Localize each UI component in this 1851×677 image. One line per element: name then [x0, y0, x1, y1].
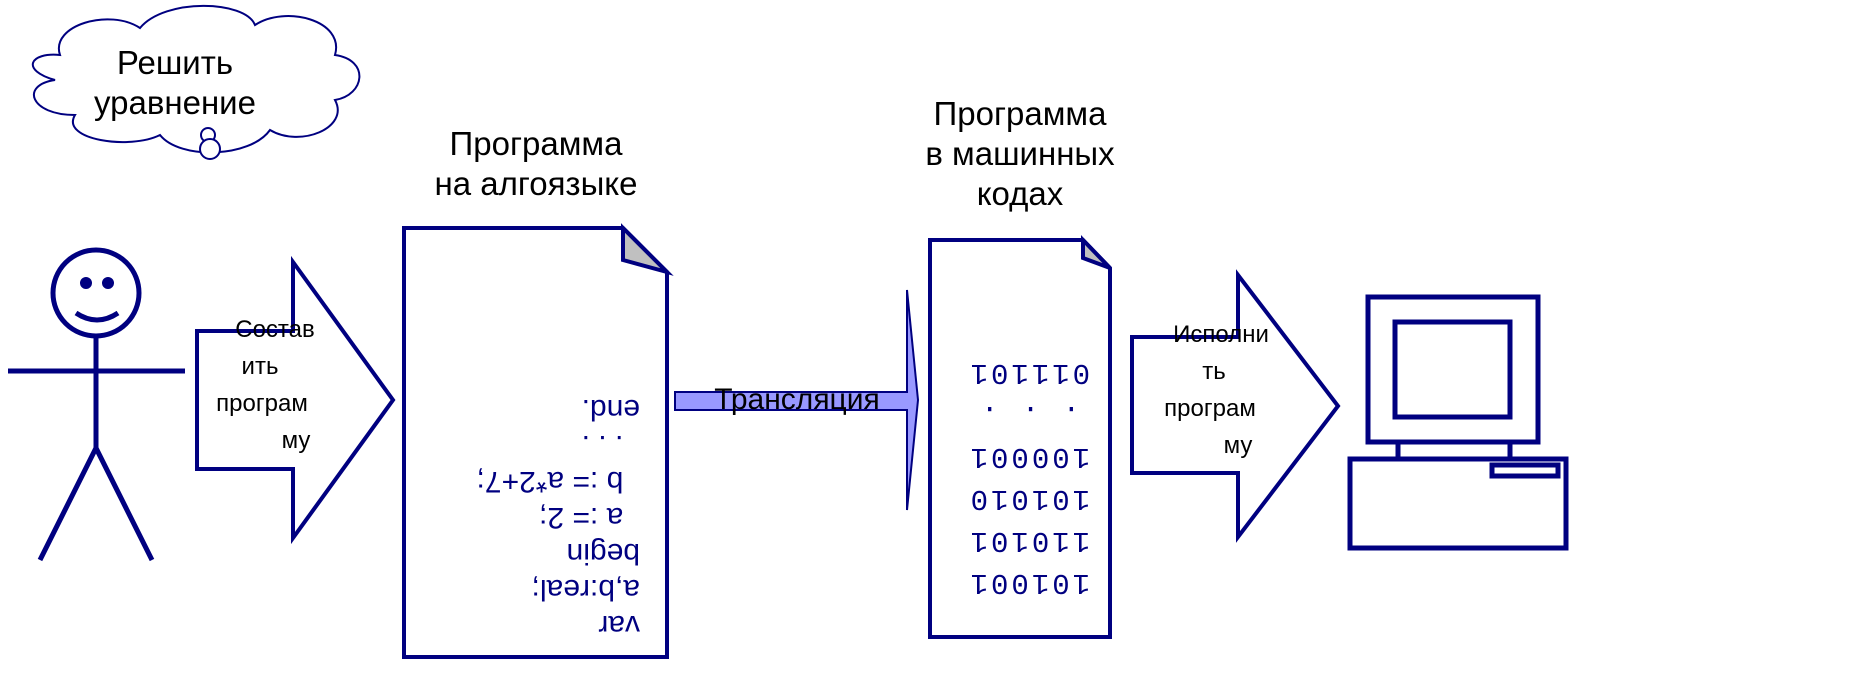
source-program-title: Программа на алгоязыке — [400, 124, 672, 204]
bits-line-2: 110101 — [967, 524, 1090, 557]
compose-arrow-text: Состав ить програм му — [192, 311, 340, 459]
code-line-var: var — [598, 609, 640, 642]
translation-arrow — [674, 289, 920, 511]
thought-cloud — [32, 4, 361, 160]
execute-line-4: му — [1223, 432, 1253, 459]
bits-line-4: 100001 — [967, 440, 1090, 473]
machine-code-title: Программа в машинных кодах — [890, 94, 1150, 214]
compose-line-4: му — [281, 427, 311, 454]
compose-line-2: ить — [241, 353, 279, 380]
code-line-decl: a,b:real; — [531, 573, 640, 606]
cloud-line-1: Решить — [116, 44, 234, 81]
compose-line-1: Состав — [235, 316, 315, 343]
execute-line-1: Исполни — [1173, 321, 1269, 348]
thought-bubble-2 — [199, 138, 221, 160]
code-line-assign-b: b := a*2+7; — [476, 465, 640, 498]
bits-line-ellipsis: . . . — [977, 398, 1080, 431]
execute-line-3: програм — [1164, 395, 1256, 422]
code-line-begin: begin — [566, 537, 640, 570]
source-program-document — [402, 223, 674, 659]
cloud-line-2: уравнение — [94, 84, 256, 121]
source-code-block: var a,b:real; begin a := 2; b := a*2+7; … — [440, 273, 640, 643]
bits-line-5: 011101 — [967, 356, 1090, 389]
machine-title-line-2: в машинных — [925, 135, 1115, 172]
compose-line-3: програм — [216, 390, 308, 417]
source-title-line-1: Программа — [449, 125, 623, 162]
compose-program-arrow — [195, 255, 396, 545]
smiley-face-icon — [50, 247, 142, 339]
bits-line-1: 101001 — [967, 566, 1090, 599]
source-title-line-2: на алгоязыке — [434, 165, 638, 202]
code-line-end: end. — [581, 393, 640, 426]
execute-line-2: ть — [1202, 358, 1226, 385]
cloud-text: Решить уравнение — [85, 43, 265, 123]
execute-arrow-text: Исполни ть програм му — [1130, 316, 1290, 464]
machine-code-block: 101001 110101 101010 100001 . . . 011101 — [950, 283, 1090, 603]
machine-title-line-1: Программа — [933, 95, 1107, 132]
computer-icon — [1347, 294, 1569, 551]
translation-label: Трансляция — [714, 383, 880, 416]
machine-title-line-3: кодах — [976, 175, 1064, 212]
bits-line-3: 101010 — [967, 482, 1090, 515]
code-line-ellipsis: . . . — [581, 429, 640, 462]
machine-code-document — [928, 235, 1112, 639]
execute-program-arrow — [1130, 269, 1341, 543]
programmer-stick-figure — [8, 247, 185, 562]
code-line-assign-a: a := 2; — [539, 501, 640, 534]
